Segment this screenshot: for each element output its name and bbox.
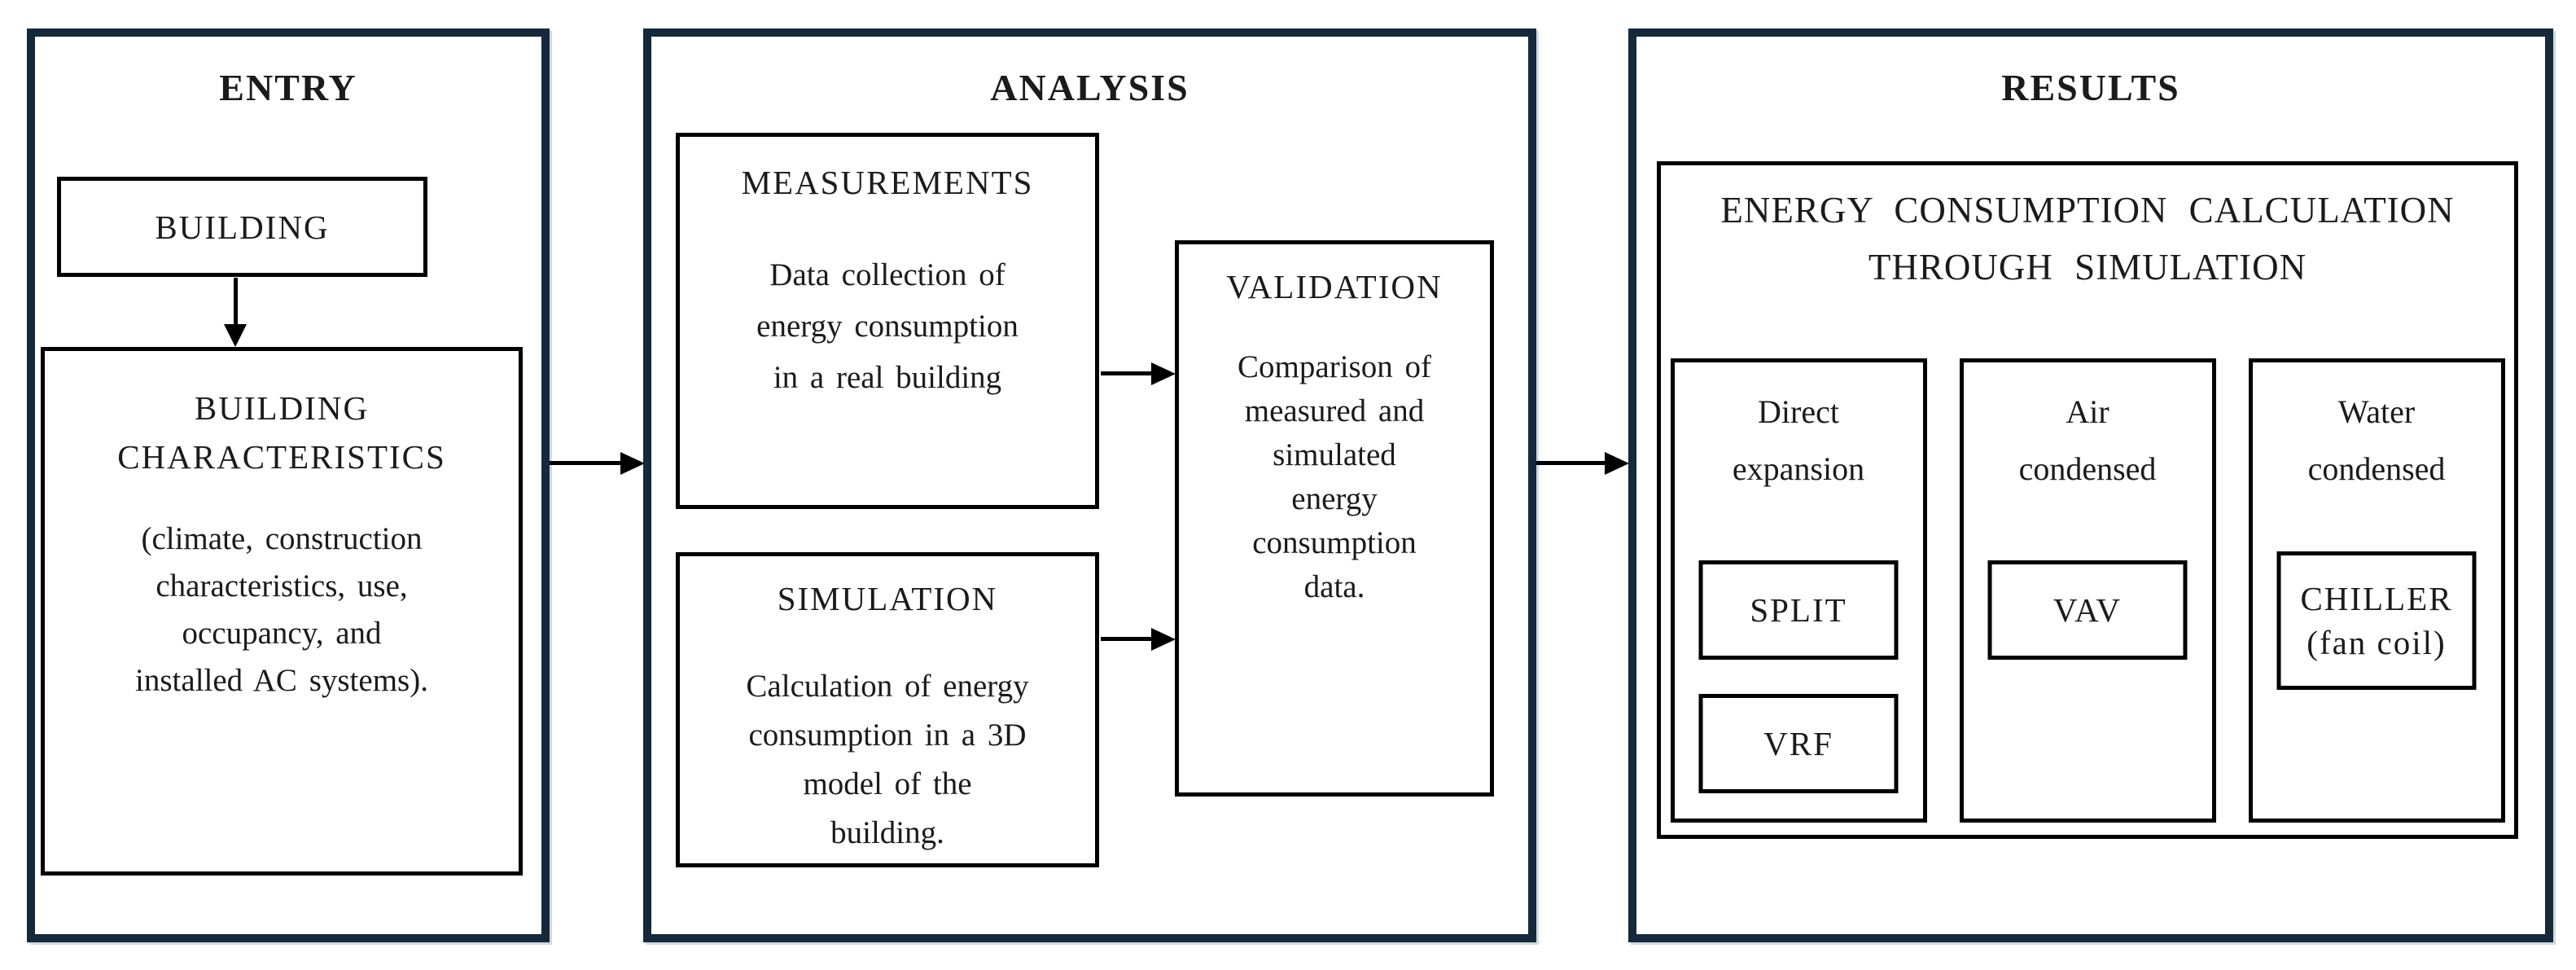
entry-panel: ENTRY BUILDING BUILDING CHARACTERISTICS … [27,29,550,942]
column-water-condensed-heading: Water condensed [2307,393,2446,487]
analysis-panel-title: ANALYSIS [990,67,1189,108]
arrow-analysis-to-results-shaft [1536,461,1606,465]
building-box-label: BUILDING [155,208,330,246]
arrow-measurements-to-validation-head [1151,362,1176,385]
analysis-panel: ANALYSIS MEASUREMENTS Data collection of… [643,29,1536,942]
results-panel: RESULTS ENERGY CONSUMPTION CALCULATION T… [1628,29,2553,942]
chiller-box: CHILLER (fan coil) [2276,551,2477,690]
validation-body: Comparison of measured and simulated ene… [1238,349,1431,604]
results-panel-title: RESULTS [2001,67,2180,108]
system-columns: Direct expansion SPLIT VRF Air condensed… [1661,358,2514,823]
arrow-measurements-to-validation-shaft [1101,371,1152,375]
validation-heading: VALIDATION [1226,268,1443,305]
arrow-building-to-characteristics-head [224,324,247,347]
arrow-building-to-characteristics-shaft [234,278,238,325]
split-box: SPLIT [1698,560,1899,660]
building-characteristics-box: BUILDING CHARACTERISTICS (climate, const… [41,347,523,876]
column-air-condensed-heading: Air condensed [2018,393,2157,487]
energy-consumption-box-title: ENERGY CONSUMPTION CALCULATION THROUGH S… [1720,190,2455,287]
building-characteristics-body: (climate, construction characteristics, … [135,521,428,698]
building-box: BUILDING [57,177,427,277]
building-characteristics-heading: BUILDING CHARACTERISTICS [117,389,446,476]
vav-box: VAV [1987,560,2188,660]
column-direct-expansion-heading: Direct expansion [1732,393,1865,487]
simulation-heading: SIMULATION [777,580,998,617]
arrow-entry-to-analysis-head [620,452,645,475]
vrf-box: VRF [1698,694,1899,793]
column-direct-expansion: Direct expansion SPLIT VRF [1670,358,1927,823]
arrow-analysis-to-results-head [1605,452,1629,475]
measurements-body: Data collection of energy consumption in… [756,257,1019,395]
energy-consumption-box: ENERGY CONSUMPTION CALCULATION THROUGH S… [1657,161,2518,839]
validation-box: VALIDATION Comparison of measured and si… [1175,240,1494,797]
measurements-box: MEASUREMENTS Data collection of energy c… [676,133,1099,509]
arrow-simulation-to-validation-shaft [1101,637,1152,641]
entry-panel-title: ENTRY [219,67,357,108]
arrow-entry-to-analysis-shaft [550,461,621,465]
simulation-body: Calculation of energy consumption in a 3… [746,669,1029,850]
column-air-condensed: Air condensed VAV [1959,358,2216,823]
column-water-condensed: Water condensed CHILLER (fan coil) [2248,358,2505,823]
simulation-box: SIMULATION Calculation of energy consump… [676,552,1099,867]
measurements-heading: MEASUREMENTS [741,164,1034,201]
arrow-simulation-to-validation-head [1151,628,1176,651]
